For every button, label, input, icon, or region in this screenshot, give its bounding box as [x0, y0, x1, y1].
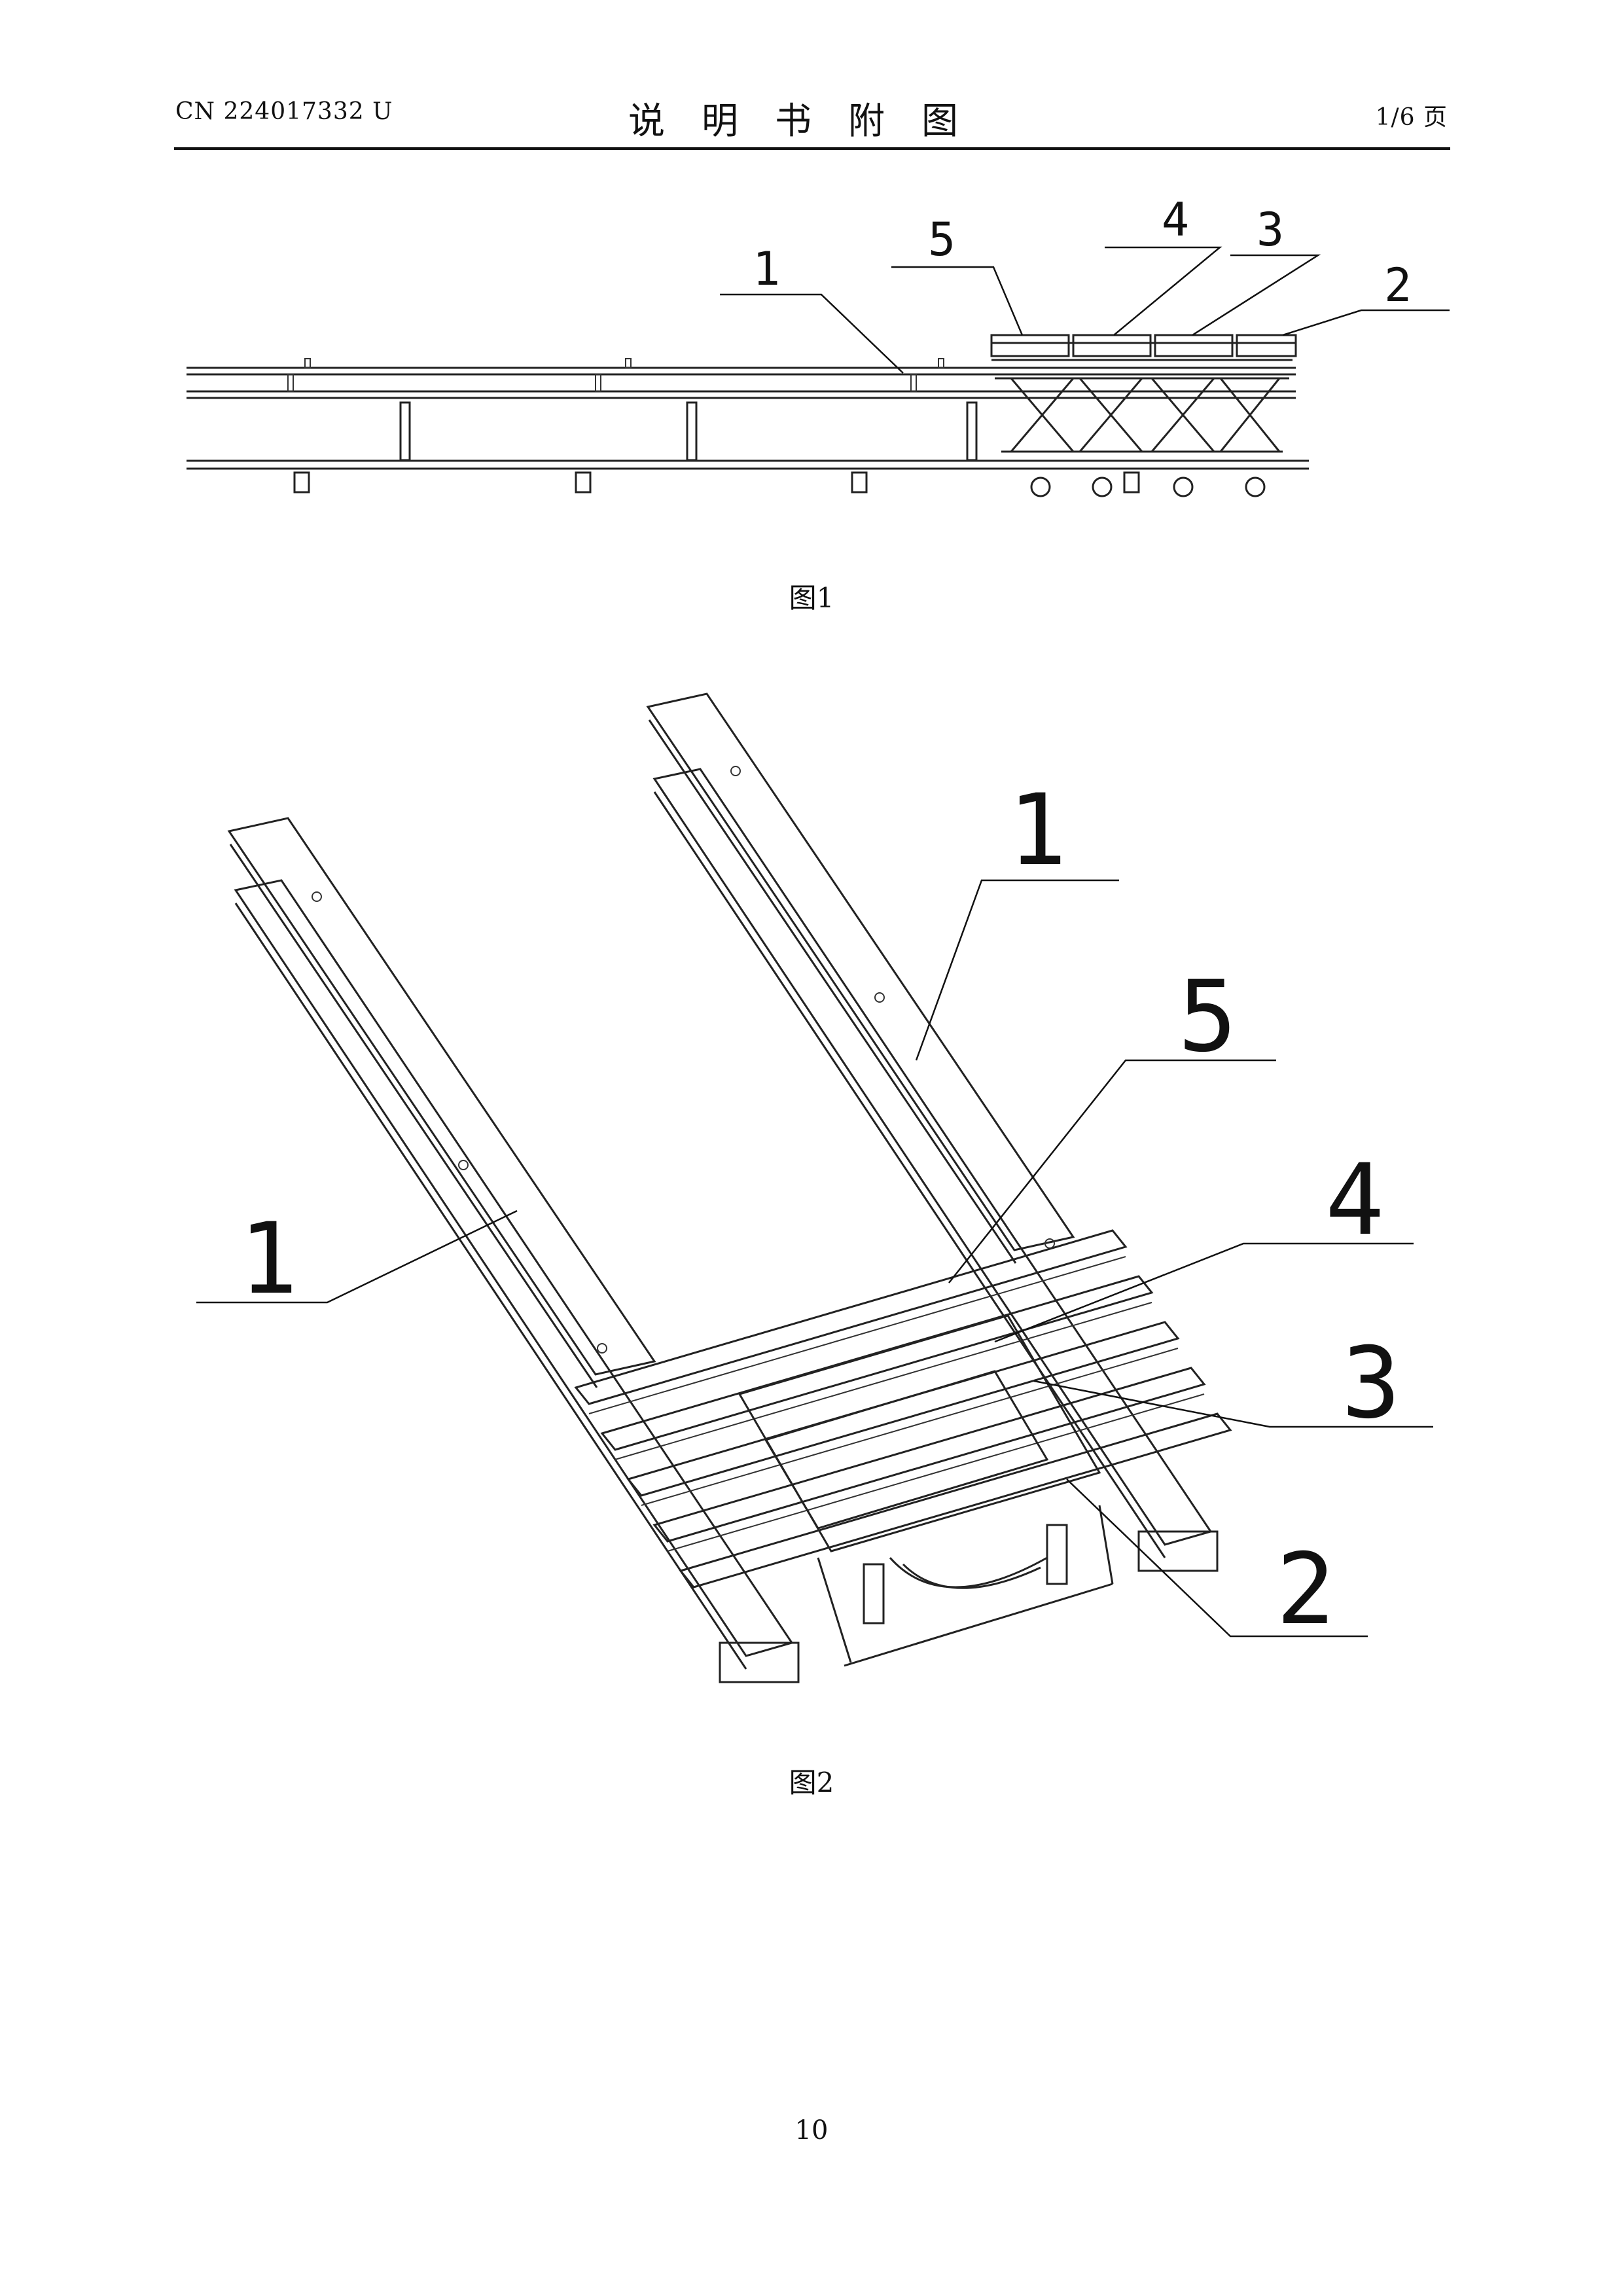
page-count: 1/6 页	[1376, 98, 1448, 132]
fig2-label-1-right: 1	[1008, 774, 1067, 888]
figure-2-caption: 图2	[0, 1761, 1623, 1801]
figure-1-caption: 图1	[0, 576, 1623, 616]
fig1-label-1: 1	[753, 242, 780, 296]
header-rule	[174, 147, 1450, 150]
fig2-label-1-left: 1	[239, 1202, 298, 1316]
fig2-label-5: 5	[1178, 960, 1237, 1074]
fig2-label-4: 4	[1325, 1143, 1384, 1257]
fig1-label-2: 2	[1384, 259, 1412, 312]
figure-1-drawing: 1 2 3 4 5	[0, 183, 1623, 550]
fig1-label-3: 3	[1257, 203, 1284, 257]
fig2-label-2: 2	[1276, 1533, 1335, 1647]
fig1-label-5: 5	[928, 213, 955, 266]
fig2-label-3: 3	[1342, 1327, 1400, 1441]
page-number: 10	[0, 2115, 1623, 2145]
figure-2-drawing: 1 1 2 3 4 5	[0, 655, 1623, 1767]
fig1-label-4: 4	[1162, 193, 1189, 247]
